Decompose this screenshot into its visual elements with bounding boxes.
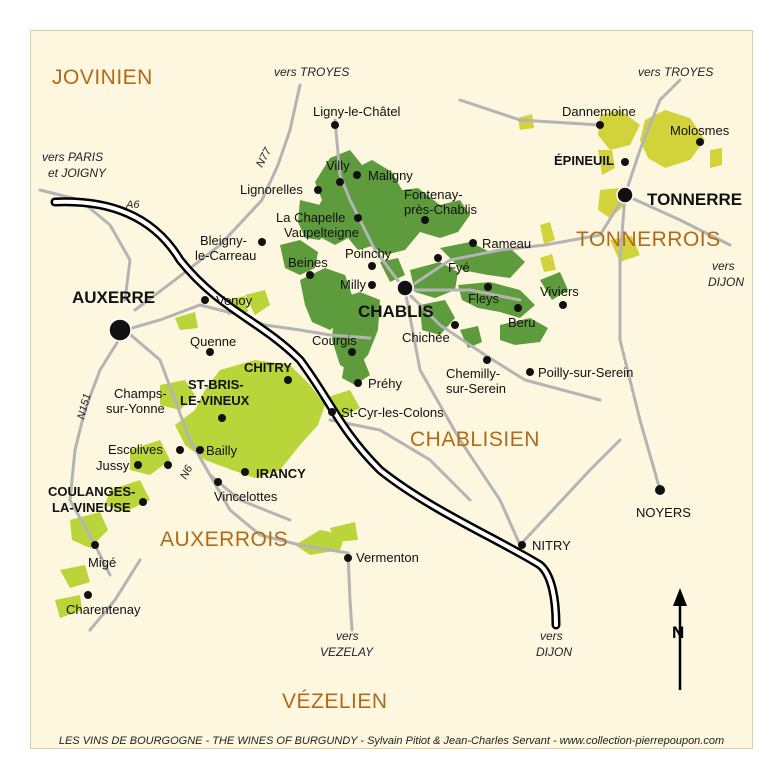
village-bailly: Bailly [206,443,238,458]
village-escolives: Escolives [108,442,163,457]
village-molosmes: Molosmes [670,123,730,138]
village-beru: Beru [508,315,535,330]
village-quenne: Quenne [190,334,236,349]
direction-paris-2: et JOIGNY [48,166,107,180]
village-coulanges-1: COULANGES- [48,484,135,499]
village-coulanges-2: LA-VINEUSE [52,500,131,515]
region-jovinien: JOVINIEN [52,66,153,89]
village-ligny: Ligny-le-Châtel [313,104,401,119]
direction-troyes-west: vers TROYES [274,65,349,79]
region-labels: JOVINIEN TONNERROIS CHABLISIEN AUXERROIS… [52,66,721,713]
direction-paris-1: vers PARIS [42,150,103,164]
village-chemilly-1: Chemilly- [446,366,500,381]
village-venoy: Venoy [216,293,253,308]
village-fontenay-2: près-Chablis [404,202,477,217]
village-vincelottes: Vincelottes [214,489,278,504]
village-epineuil: ÉPINEUIL [554,153,614,168]
village-stcyr: St-Cyr-les-Colons [341,405,444,420]
town-chablis: CHABLIS [358,302,434,321]
village-lignorelles: Lignorelles [240,182,303,197]
village-fye: Fyé [448,260,470,275]
major-town-markers [108,186,634,342]
north-arrow-icon: N [672,588,687,690]
direction-vezelay-1: vers [336,629,359,643]
village-jussy: Jussy [96,458,130,473]
village-champs-1: Champs- [114,386,167,401]
village-poilly: Poilly-sur-Serein [538,365,633,380]
village-charentenay: Charentenay [66,602,141,617]
region-tonnerrois: TONNERROIS [576,228,721,251]
bold-village-labels: ÉPINEUIL CHITRY ST-BRIS- LE-VINEUX IRANC… [48,153,614,515]
village-viviers: Viviers [540,284,579,299]
village-labels: Ligny-le-Châtel Villy Maligny Lignorelle… [66,104,730,617]
direction-labels: vers TROYES vers TROYES vers PARIS et JO… [42,65,744,659]
direction-dijon-south-1: vers [540,629,563,643]
village-dannemoine: Dannemoine [562,104,636,119]
village-vermenton: Vermenton [356,550,419,565]
vineyards-tonnerrois [518,110,722,272]
village-fleys: Fleys [468,291,500,306]
village-beines: Beines [288,255,328,270]
village-chemilly-2: sur-Serein [446,381,506,396]
village-bleigny-2: le-Carreau [195,248,256,263]
village-fontenay-1: Fontenay- [404,187,463,202]
village-nitry: NITRY [532,538,571,553]
direction-dijon-east-1: vers [712,259,735,273]
secondary-roads [38,78,732,632]
region-chablisien: CHABLISIEN [410,428,540,451]
village-irancy: IRANCY [256,466,306,481]
major-town-labels: AUXERRE CHABLIS TONNERRE [72,190,742,321]
motorway-a6 [50,197,561,630]
village-courgis: Courgis [312,333,357,348]
region-auxerrois: AUXERROIS [160,528,288,551]
village-villy: Villy [326,158,350,173]
direction-troyes-east: vers TROYES [638,65,713,79]
village-maligny: Maligny [368,168,413,183]
direction-vezelay-2: VEZELAY [320,645,374,659]
town-auxerre: AUXERRE [72,288,155,307]
village-champs-2: sur-Yonne [106,401,165,416]
town-tonnerre: TONNERRE [647,190,742,209]
village-lachapelle-1: La Chapelle [276,210,345,225]
village-bleigny-1: Bleigny- [200,233,247,248]
direction-dijon-south-2: DIJON [536,645,572,659]
village-chitry: CHITRY [244,360,292,375]
direction-dijon-east-2: DIJON [708,275,744,289]
village-noyers: NOYERS [636,505,691,520]
road-n77-label: N77 [254,145,274,169]
road-n6-label: N6 [178,463,196,482]
village-mige: Migé [88,555,116,570]
village-lachapelle-2: Vaupelteigne [284,225,359,240]
town-markers [84,121,704,599]
credit-line: LES VINS DE BOURGOGNE - THE WINES OF BUR… [58,735,725,747]
village-rameau: Rameau [482,236,531,251]
village-stbris-2: LE-VINEUX [180,393,250,408]
village-milly: Milly [340,277,366,292]
village-chichee: Chichée [402,330,450,345]
village-stbris-1: ST-BRIS- [188,377,244,392]
vineyards-auxerrois [55,290,360,618]
village-prehy: Préhy [368,376,402,391]
road-n151-label: N151 [75,392,93,421]
north-label: N [672,623,684,642]
region-vezelien: VÉZELIEN [282,690,388,713]
road-a6-label: A6 [125,199,140,211]
village-poinchy: Poinchy [345,246,392,261]
vineyards-chablis [280,150,568,385]
